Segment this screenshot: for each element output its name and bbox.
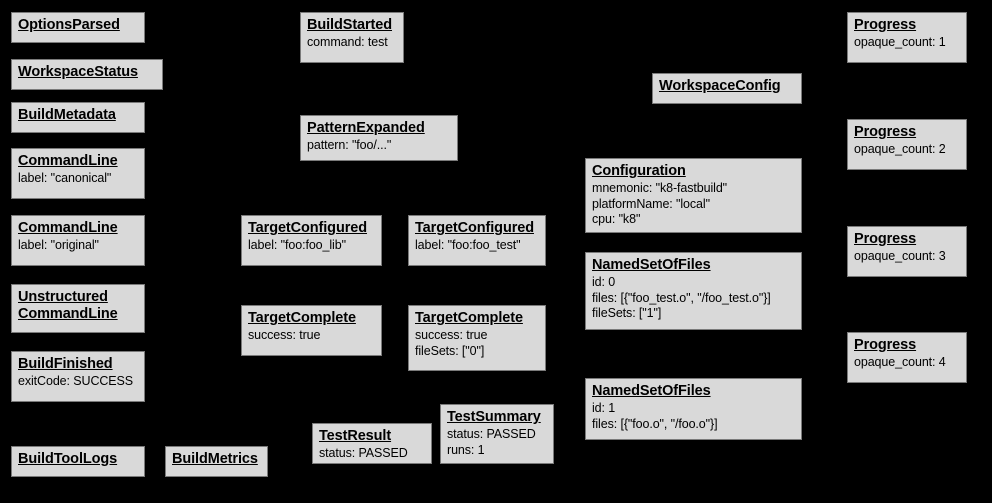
node-fields: success: true <box>248 328 321 342</box>
node-target-complete-test[interactable]: TargetComplete success: true fileSets: ["… <box>408 305 546 371</box>
node-fields: status: PASSED <box>319 446 408 460</box>
node-fields: opaque_count: 2 <box>854 142 946 156</box>
node-workspace-status[interactable]: WorkspaceStatus <box>11 59 163 90</box>
node-build-started[interactable]: BuildStarted command: test <box>300 12 404 63</box>
node-title: CommandLine <box>18 220 118 236</box>
node-named-set-of-files-1[interactable]: NamedSetOfFiles id: 1 files: [{"foo.o", "… <box>585 378 802 440</box>
node-title: OptionsParsed <box>18 17 120 33</box>
node-fields: opaque_count: 1 <box>854 35 946 49</box>
node-progress-3[interactable]: Progress opaque_count: 3 <box>847 226 967 277</box>
node-title: Progress <box>854 231 917 247</box>
node-fields: opaque_count: 3 <box>854 249 946 263</box>
node-fields: opaque_count: 4 <box>854 355 946 369</box>
node-progress-4[interactable]: Progress opaque_count: 4 <box>847 332 967 383</box>
node-fields: id: 1 files: [{"foo.o", "/foo.o"}] <box>592 401 718 431</box>
node-build-tool-logs[interactable]: BuildToolLogs <box>11 446 145 477</box>
node-build-metadata[interactable]: BuildMetadata <box>11 102 145 133</box>
node-pattern-expanded[interactable]: PatternExpanded pattern: "foo/..." <box>300 115 458 161</box>
node-title: Progress <box>854 124 917 140</box>
node-title: BuildMetadata <box>18 107 116 123</box>
node-title: WorkspaceConfig <box>659 78 781 94</box>
node-named-set-of-files-0[interactable]: NamedSetOfFiles id: 0 files: [{"foo_test.… <box>585 252 802 330</box>
node-title: Configuration <box>592 163 686 179</box>
node-command-line-original[interactable]: CommandLine label: "original" <box>11 215 145 266</box>
node-target-configured-test[interactable]: TargetConfigured label: "foo:foo_test" <box>408 215 546 266</box>
node-unstructured-command-line[interactable]: Unstructured CommandLine <box>11 284 145 333</box>
node-command-line-canonical[interactable]: CommandLine label: "canonical" <box>11 148 145 199</box>
node-fields: label: "original" <box>18 238 99 252</box>
node-build-metrics[interactable]: BuildMetrics <box>165 446 268 477</box>
node-target-configured-lib[interactable]: TargetConfigured label: "foo:foo_lib" <box>241 215 382 266</box>
node-title: CommandLine <box>18 153 118 169</box>
node-test-result[interactable]: TestResult status: PASSED <box>312 423 432 464</box>
node-test-summary[interactable]: TestSummary status: PASSED runs: 1 <box>440 404 554 464</box>
node-title: Progress <box>854 17 917 33</box>
node-title: NamedSetOfFiles <box>592 257 711 273</box>
node-fields: exitCode: SUCCESS <box>18 374 134 388</box>
node-title: Progress <box>854 337 917 353</box>
node-fields: command: test <box>307 35 388 49</box>
node-title: BuildStarted <box>307 17 393 33</box>
node-workspace-config[interactable]: WorkspaceConfig <box>652 73 802 104</box>
node-build-finished[interactable]: BuildFinished exitCode: SUCCESS <box>11 351 145 402</box>
node-title: Unstructured CommandLine <box>18 289 118 322</box>
node-title: WorkspaceStatus <box>18 64 138 80</box>
node-title: TargetComplete <box>415 310 523 326</box>
node-title: BuildToolLogs <box>18 451 118 467</box>
node-target-complete-lib[interactable]: TargetComplete success: true <box>241 305 382 356</box>
node-fields: label: "foo:foo_test" <box>415 238 521 252</box>
node-title: TargetConfigured <box>248 220 367 236</box>
node-title: TargetConfigured <box>415 220 534 236</box>
node-fields: label: "canonical" <box>18 171 112 185</box>
node-title: NamedSetOfFiles <box>592 383 711 399</box>
node-title: BuildFinished <box>18 356 113 372</box>
node-fields: pattern: "foo/..." <box>307 138 392 152</box>
node-progress-1[interactable]: Progress opaque_count: 1 <box>847 12 967 63</box>
node-fields: label: "foo:foo_lib" <box>248 238 346 252</box>
node-title: BuildMetrics <box>172 451 258 467</box>
node-progress-2[interactable]: Progress opaque_count: 2 <box>847 119 967 170</box>
node-fields: id: 0 files: [{"foo_test.o", "/foo_test.… <box>592 275 771 320</box>
node-title: TestResult <box>319 428 392 444</box>
node-configuration[interactable]: Configuration mnemonic: "k8-fastbuild" pl… <box>585 158 802 233</box>
node-title: PatternExpanded <box>307 120 425 136</box>
node-title: TestSummary <box>447 409 541 425</box>
node-options-parsed[interactable]: OptionsParsed <box>11 12 145 43</box>
node-fields: mnemonic: "k8-fastbuild" platformName: "… <box>592 181 728 226</box>
node-title: TargetComplete <box>248 310 356 326</box>
node-fields: success: true fileSets: ["0"] <box>415 328 488 358</box>
node-fields: status: PASSED runs: 1 <box>447 427 536 457</box>
